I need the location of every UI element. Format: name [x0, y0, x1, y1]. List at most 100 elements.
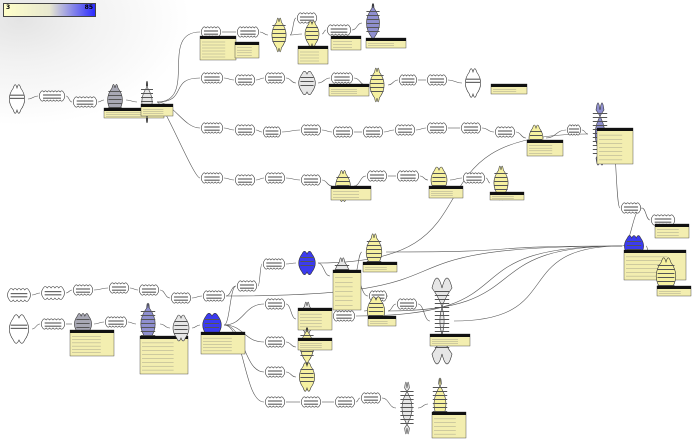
process-node[interactable]	[300, 124, 322, 136]
process-node[interactable]	[298, 71, 316, 95]
process-node[interactable]	[332, 310, 356, 322]
node-text-line	[174, 333, 188, 334]
process-node[interactable]	[200, 72, 224, 84]
process-node[interactable]	[9, 314, 29, 344]
process-node[interactable]	[360, 392, 382, 404]
cloud-node-icon	[394, 124, 416, 136]
process-node[interactable]	[326, 24, 352, 36]
process-node[interactable]	[494, 126, 516, 138]
node-text-line	[239, 284, 255, 286]
process-node[interactable]	[366, 3, 380, 43]
node-text-line	[240, 33, 256, 35]
process-node[interactable]	[262, 126, 282, 138]
process-node[interactable]	[40, 318, 66, 330]
process-node[interactable]	[362, 126, 384, 138]
process-node[interactable]	[200, 122, 224, 134]
process-node[interactable]	[234, 74, 256, 86]
node-text-line	[400, 174, 416, 176]
process-node[interactable]	[426, 122, 448, 134]
process-node[interactable]	[202, 290, 226, 302]
process-node[interactable]	[104, 316, 128, 328]
process-node[interactable]	[300, 396, 322, 408]
table-header	[366, 38, 406, 41]
process-node[interactable]	[394, 124, 416, 136]
process-node[interactable]	[366, 170, 388, 182]
process-node[interactable]	[38, 90, 66, 102]
process-node[interactable]	[396, 170, 420, 182]
process-node[interactable]	[72, 96, 98, 108]
process-node[interactable]	[330, 72, 354, 84]
attribute-table	[526, 139, 564, 157]
flow-edge	[223, 285, 237, 326]
process-node[interactable]	[431, 277, 453, 365]
database-node-icon	[431, 277, 453, 365]
process-node[interactable]	[400, 381, 414, 435]
process-node[interactable]	[369, 67, 385, 103]
process-node[interactable]	[650, 214, 676, 226]
process-node[interactable]	[138, 284, 160, 296]
process-node[interactable]	[465, 68, 481, 98]
process-node[interactable]	[108, 282, 130, 294]
process-node[interactable]	[170, 292, 192, 304]
node-text-line	[370, 87, 384, 88]
process-node[interactable]	[200, 172, 224, 184]
process-node[interactable]	[655, 257, 677, 295]
process-node[interactable]	[462, 172, 486, 184]
process-node[interactable]	[236, 280, 258, 292]
process-node[interactable]	[264, 396, 286, 408]
process-node[interactable]	[41, 286, 65, 300]
process-node[interactable]	[620, 202, 642, 214]
process-node[interactable]	[332, 126, 354, 138]
process-node[interactable]	[334, 396, 356, 408]
process-node[interactable]	[262, 258, 286, 270]
cloud-node-icon	[200, 72, 224, 84]
process-node[interactable]	[264, 298, 286, 310]
process-node[interactable]	[72, 284, 94, 296]
node-text-line	[299, 19, 315, 21]
process-node[interactable]	[566, 124, 582, 136]
node-text-line	[141, 89, 153, 90]
process-node[interactable]	[7, 288, 31, 302]
process-node[interactable]	[298, 251, 316, 275]
node-text-line	[204, 179, 220, 181]
process-node[interactable]	[236, 26, 260, 38]
table-header	[331, 36, 361, 39]
node-text-line	[368, 311, 384, 312]
process-node[interactable]	[264, 172, 286, 184]
process-node[interactable]	[264, 336, 286, 348]
process-node[interactable]	[296, 12, 318, 24]
attribute-table	[362, 261, 398, 273]
process-node[interactable]	[200, 26, 222, 38]
process-node[interactable]	[460, 122, 482, 134]
process-node[interactable]	[172, 314, 190, 342]
process-node[interactable]	[264, 366, 286, 378]
flow-edge	[381, 397, 397, 409]
table-body	[596, 127, 634, 165]
node-text-line	[434, 311, 450, 312]
process-node[interactable]	[300, 174, 322, 186]
process-node[interactable]	[264, 72, 286, 84]
process-node[interactable]	[271, 17, 287, 53]
cloud-node-icon	[7, 288, 31, 302]
node-text-line	[272, 33, 286, 34]
node-text-line	[9, 97, 25, 99]
node-text-line	[240, 30, 256, 32]
process-node[interactable]	[304, 20, 320, 48]
flow-edge	[289, 17, 297, 36]
node-text-line	[429, 81, 445, 83]
process-node[interactable]	[9, 84, 25, 114]
process-node[interactable]	[396, 298, 418, 310]
node-text-line	[497, 130, 513, 132]
process-node[interactable]	[299, 362, 315, 392]
process-node[interactable]	[234, 174, 256, 186]
node-text-line	[300, 85, 314, 86]
node-text-line	[494, 185, 508, 186]
node-text-line	[434, 303, 450, 304]
process-node[interactable]	[234, 124, 256, 136]
process-node[interactable]	[493, 165, 509, 201]
flow-edge	[321, 179, 333, 187]
node-text-line	[300, 77, 314, 78]
process-node[interactable]	[398, 74, 418, 86]
process-node[interactable]	[426, 74, 448, 86]
